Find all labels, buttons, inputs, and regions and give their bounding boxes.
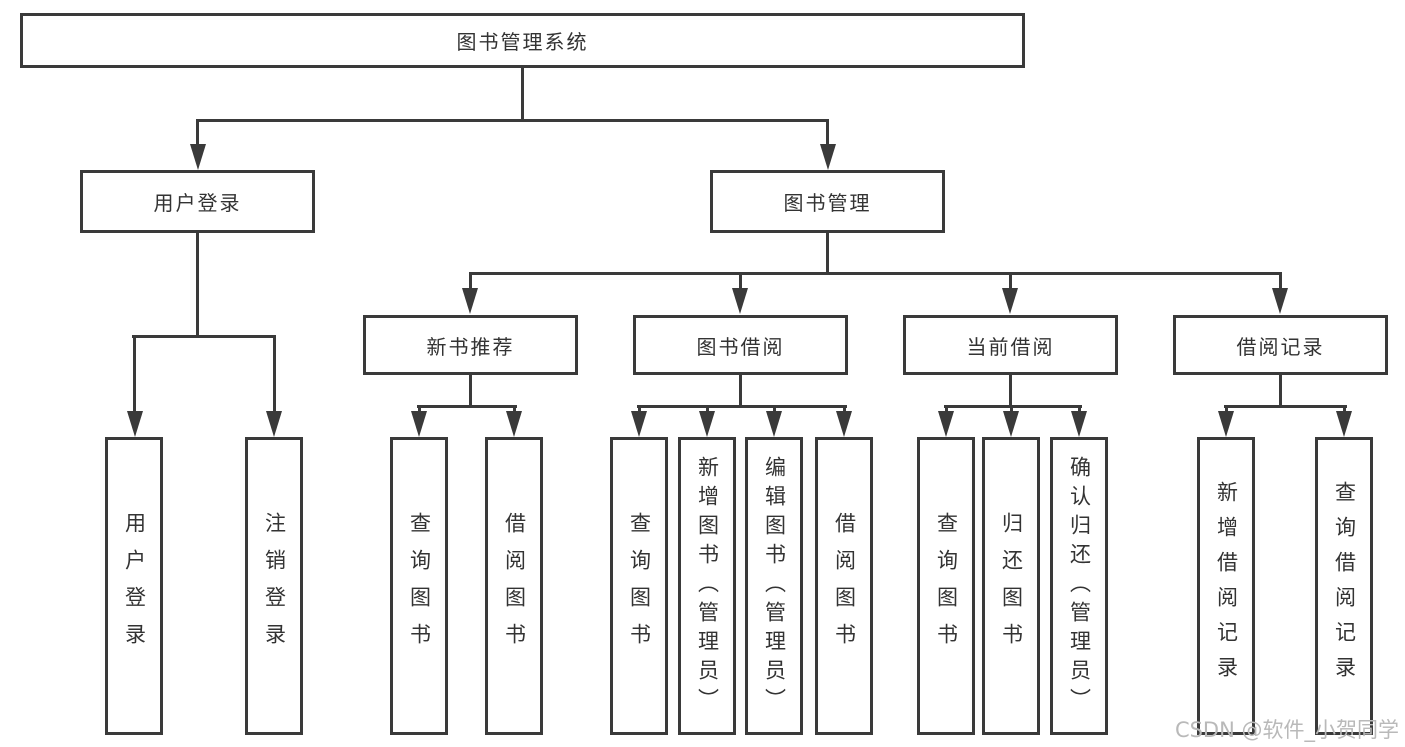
arrowhead-down-icon — [411, 411, 427, 437]
arrowhead-down-icon — [1336, 411, 1352, 437]
node-label: 借阅记录 — [1236, 334, 1325, 359]
connector-group-horizontal — [637, 405, 847, 408]
connector-group-vertical — [1009, 375, 1012, 407]
connector-stem-leaf — [133, 335, 136, 413]
leaf-label: 编辑图书（管理员） — [762, 455, 787, 717]
leaf-confirm-return-admin: 确认归还（管理员） — [1050, 437, 1108, 735]
node-library-system: 图书管理系统 — [20, 13, 1025, 68]
leaf-label: 借阅图书 — [832, 512, 857, 660]
node-label: 图书借阅 — [696, 334, 785, 359]
node-label: 新书推荐 — [426, 334, 515, 359]
arrowhead-down-icon — [1071, 411, 1087, 437]
arrowhead-down-icon — [732, 288, 748, 314]
connector-stem-group — [469, 272, 472, 289]
leaf-edit-book-admin: 编辑图书（管理员） — [745, 437, 803, 735]
connector-stem-leaf — [638, 405, 641, 413]
connector-group-horizontal — [417, 405, 517, 408]
arrowhead-down-icon — [1272, 288, 1288, 314]
connector-book-branch-vertical — [826, 233, 829, 275]
leaf-label: 用户登录 — [122, 512, 147, 660]
connector-stem-leaf — [1343, 405, 1346, 413]
leaf-label: 查询图书 — [934, 512, 959, 660]
leaf-add-borrow-record: 新增借阅记录 — [1197, 437, 1255, 735]
connector-stem-user-login — [196, 119, 199, 147]
leaf-label: 归还图书 — [999, 512, 1024, 660]
connector-group-horizontal — [944, 405, 1082, 408]
connector-book-branch-horizontal — [469, 272, 1282, 275]
connector-user-branch-horizontal — [132, 335, 276, 338]
leaf-label: 查询图书 — [407, 512, 432, 660]
arrowhead-down-icon — [506, 411, 522, 437]
arrowhead-down-icon — [699, 411, 715, 437]
node-label: 图书管理系统 — [456, 30, 589, 54]
connector-stem-leaf — [843, 405, 846, 413]
leaf-label: 确认归还（管理员） — [1067, 455, 1092, 717]
connector-stem-leaf — [945, 405, 948, 413]
connector-stem-group — [1009, 272, 1012, 289]
arrowhead-down-icon — [1002, 288, 1018, 314]
connector-stem-leaf — [1010, 405, 1013, 413]
arrowhead-down-icon — [1218, 411, 1234, 437]
arrowhead-down-icon — [820, 144, 836, 170]
arrowhead-down-icon — [938, 411, 954, 437]
node-book-management: 图书管理 — [710, 170, 945, 233]
arrowhead-down-icon — [1003, 411, 1019, 437]
arrowhead-down-icon — [836, 411, 852, 437]
leaf-user-login: 用户登录 — [105, 437, 163, 735]
leaf-add-book-admin: 新增图书（管理员） — [678, 437, 736, 735]
arrowhead-down-icon — [127, 411, 143, 437]
connector-stem-leaf — [418, 405, 421, 413]
connector-group-vertical — [469, 375, 472, 407]
node-label: 图书管理 — [783, 191, 872, 215]
leaf-logout: 注销登录 — [245, 437, 303, 735]
node-label: 用户登录 — [153, 191, 242, 215]
connector-user-branch-vertical — [196, 233, 199, 337]
leaf-query-borrow-record: 查询借阅记录 — [1315, 437, 1373, 735]
leaf-borrow-books: 借阅图书 — [815, 437, 873, 735]
node-new-book-recommend: 新书推荐 — [363, 315, 578, 375]
leaf-query-books-borrow: 查询图书 — [610, 437, 668, 735]
node-current-borrow: 当前借阅 — [903, 315, 1118, 375]
connector-stem-leaf — [273, 335, 276, 413]
arrowhead-down-icon — [190, 144, 206, 170]
leaf-label: 注销登录 — [262, 512, 287, 660]
connector-stem-group — [739, 272, 742, 289]
leaf-return-book: 归还图书 — [982, 437, 1040, 735]
leaf-query-books-recommend: 查询图书 — [390, 437, 448, 735]
connector-group-vertical — [1279, 375, 1282, 407]
leaf-label: 借阅图书 — [502, 512, 527, 660]
leaf-label: 新增借阅记录 — [1214, 481, 1239, 691]
arrowhead-down-icon — [631, 411, 647, 437]
node-borrow-records: 借阅记录 — [1173, 315, 1388, 375]
connector-stem-leaf — [513, 405, 516, 413]
connector-stem-leaf — [706, 405, 709, 413]
connector-group-vertical — [739, 375, 742, 407]
node-label: 当前借阅 — [966, 334, 1055, 359]
connector-stem-leaf — [773, 405, 776, 413]
connector-root-horizontal — [196, 119, 829, 122]
connector-root-vertical — [521, 68, 524, 122]
csdn-watermark: CSDN @软件_小贺同学 — [1174, 718, 1399, 742]
leaf-label: 新增图书（管理员） — [695, 455, 720, 717]
leaf-label: 查询借阅记录 — [1332, 481, 1357, 691]
arrowhead-down-icon — [266, 411, 282, 437]
connector-stem-book-management — [826, 119, 829, 147]
node-book-borrow: 图书借阅 — [633, 315, 848, 375]
leaf-label: 查询图书 — [627, 512, 652, 660]
connector-group-horizontal — [1224, 405, 1347, 408]
connector-stem-group — [1279, 272, 1282, 289]
arrowhead-down-icon — [766, 411, 782, 437]
leaf-query-books-current: 查询图书 — [917, 437, 975, 735]
connector-stem-leaf — [1225, 405, 1228, 413]
node-user-login: 用户登录 — [80, 170, 315, 233]
connector-stem-leaf — [1078, 405, 1081, 413]
leaf-borrow-books-recommend: 借阅图书 — [485, 437, 543, 735]
arrowhead-down-icon — [462, 288, 478, 314]
